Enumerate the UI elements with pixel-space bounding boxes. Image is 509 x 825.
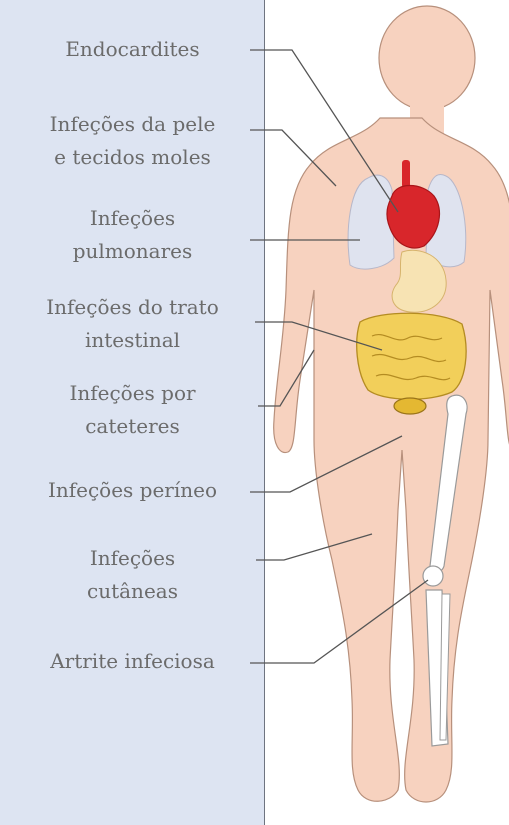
body-silhouette	[274, 6, 509, 802]
